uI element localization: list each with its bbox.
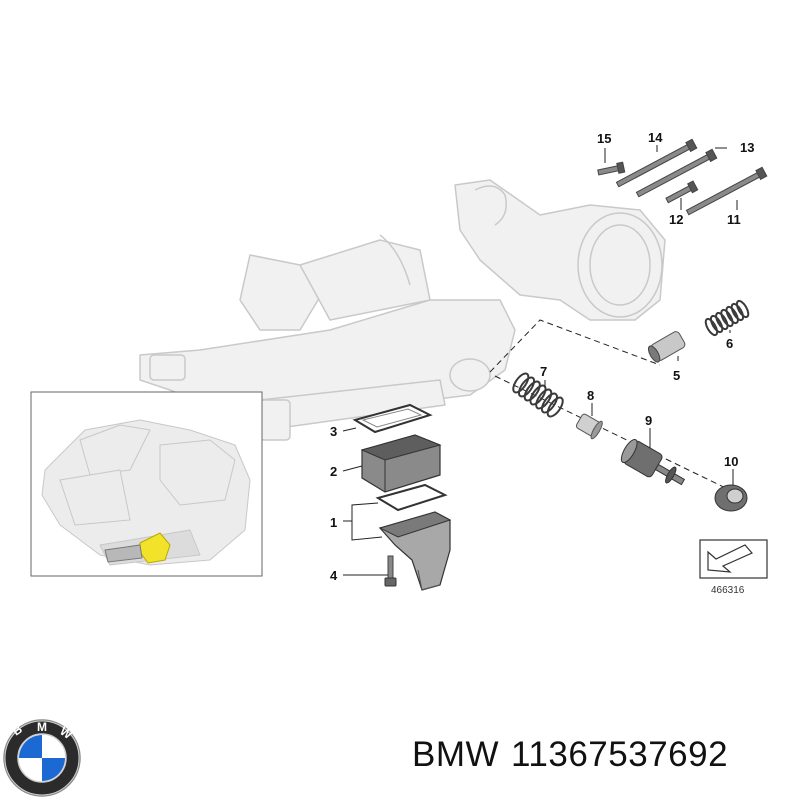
part-caption: BMW 11367537692 (412, 735, 740, 775)
bolt-15 (597, 161, 626, 176)
callout-2: 2 (330, 464, 337, 479)
leader-lines (489, 319, 741, 496)
oil-pump-housing (139, 179, 666, 441)
bolt-11 (685, 166, 768, 216)
callout-labels: 1 2 3 4 5 6 7 8 9 10 11 12 13 14 15 (330, 130, 754, 583)
bolt-14 (615, 138, 698, 188)
part-seal-10 (714, 484, 748, 512)
part-piston-8 (575, 413, 603, 440)
callout-1: 1 (330, 515, 337, 530)
callout-6: 6 (726, 336, 733, 351)
part-spring-7 (512, 372, 564, 418)
part-number: 11367537692 (511, 735, 729, 774)
bmw-logo: B M W (3, 719, 81, 797)
bolt-13 (635, 148, 718, 198)
part-cover-2 (360, 434, 442, 493)
bolts-group (597, 138, 768, 216)
svg-text:M: M (37, 720, 47, 734)
callout-12: 12 (669, 212, 683, 227)
callout-10: 10 (724, 454, 738, 469)
brand-name: BMW (412, 735, 500, 774)
part-intake-1 (375, 483, 452, 591)
callout-4: 4 (330, 568, 338, 583)
callout-leaders (342, 145, 738, 576)
callout-5: 5 (673, 368, 680, 383)
leader-line-5-6 (489, 319, 661, 373)
part-screw-4 (384, 555, 397, 587)
part-sleeve-5 (647, 331, 686, 363)
reference-number: 466316 (711, 585, 745, 596)
part-gasket-3 (352, 403, 433, 434)
engine-overview-inset (30, 391, 263, 577)
callout-3: 3 (330, 424, 337, 439)
callout-14: 14 (648, 130, 663, 145)
bolt-12 (665, 180, 699, 204)
callout-11: 11 (727, 212, 741, 227)
callout-7: 7 (540, 364, 547, 379)
callout-13: 13 (740, 140, 754, 155)
callout-15: 15 (597, 131, 611, 146)
reference-arrow-icon: 466316 (699, 539, 768, 596)
callout-9: 9 (645, 413, 652, 428)
part-spring-6 (704, 299, 750, 337)
callout-8: 8 (587, 388, 594, 403)
part-valve-9 (620, 438, 686, 486)
